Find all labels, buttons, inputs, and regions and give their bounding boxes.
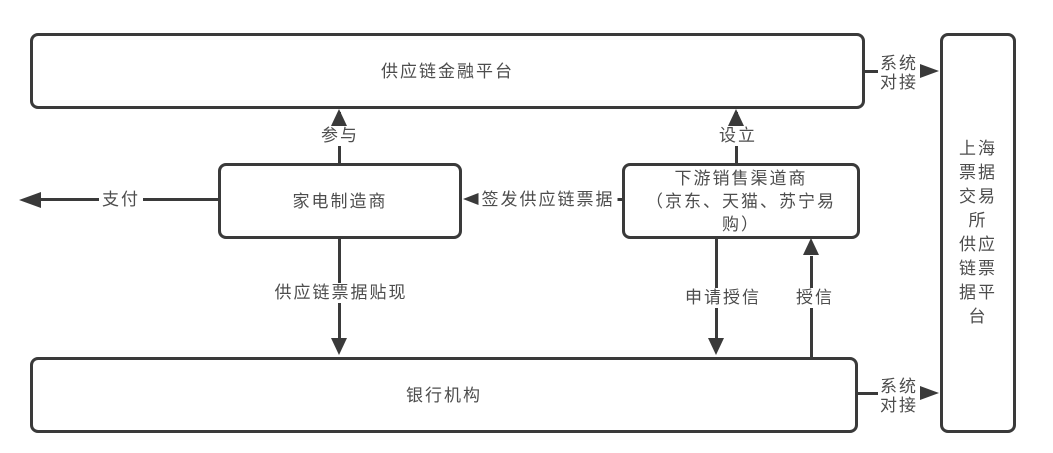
node-label: 家电制造商 xyxy=(292,191,388,211)
edge-label-line2: 对接 xyxy=(880,396,918,415)
system-link-bottom-arrowhead-right-icon xyxy=(920,386,939,400)
node-label-line2: 票据 xyxy=(959,163,997,182)
node-appliance-manufacturer: 家电制造商 xyxy=(218,163,462,239)
grant-credit-arrowhead-up-icon xyxy=(803,238,819,255)
establish-arrowhead-up-icon xyxy=(728,109,744,126)
node-label-line1: 下游销售渠道商 xyxy=(674,168,808,188)
node-label-line8: 台 xyxy=(968,307,988,326)
node-bank-institution: 银行机构 xyxy=(30,357,858,433)
edge-label-issue-bill: 签发供应链票据 xyxy=(478,190,618,210)
node-label-line4: 所 xyxy=(968,211,988,230)
node-shanghai-bill-exchange-platform: 上海 票据 交易 所 供应 链票 据平 台 xyxy=(940,33,1016,433)
node-label-line3: 交易 xyxy=(959,187,997,206)
system-link-top-arrowhead-right-icon xyxy=(920,64,939,78)
edge-label-establish: 设立 xyxy=(716,126,760,146)
node-label: 银行机构 xyxy=(406,385,482,405)
pay-arrowhead-left-icon xyxy=(19,192,41,208)
node-label-line3: 购） xyxy=(722,214,760,234)
node-label-line2: （京东、天猫、苏宁易 xyxy=(646,191,836,211)
edge-label-pay: 支付 xyxy=(99,190,143,210)
edge-label-line1: 系统 xyxy=(880,377,918,396)
edge-label-participate: 参与 xyxy=(318,126,362,146)
node-label-line1: 上海 xyxy=(959,139,997,158)
node-label: 供应链金融平台 xyxy=(381,61,514,81)
edge-label-discount: 供应链票据贴现 xyxy=(271,283,411,303)
node-supply-chain-finance-platform: 供应链金融平台 xyxy=(30,33,865,109)
edge-label-line1: 系统 xyxy=(880,54,918,73)
edge-label-system-link-top: 系统 对接 xyxy=(878,52,920,94)
edge-label-grant-credit: 授信 xyxy=(793,288,837,308)
issue-bill-arrowhead-left-icon xyxy=(463,192,481,206)
node-label-line5: 供应 xyxy=(959,235,997,254)
apply-credit-arrowhead-down-icon xyxy=(708,338,724,355)
edge-label-system-link-bottom: 系统 对接 xyxy=(878,375,920,417)
node-downstream-sales-channel: 下游销售渠道商 （京东、天猫、苏宁易 购） xyxy=(622,163,860,239)
edge-label-apply-credit: 申请授信 xyxy=(682,288,764,308)
participate-arrowhead-up-icon xyxy=(331,109,347,126)
edge-label-line2: 对接 xyxy=(880,73,918,92)
node-label-line7: 据平 xyxy=(959,283,997,302)
discount-arrowhead-down-icon xyxy=(331,338,347,355)
node-label-line6: 链票 xyxy=(959,259,997,278)
